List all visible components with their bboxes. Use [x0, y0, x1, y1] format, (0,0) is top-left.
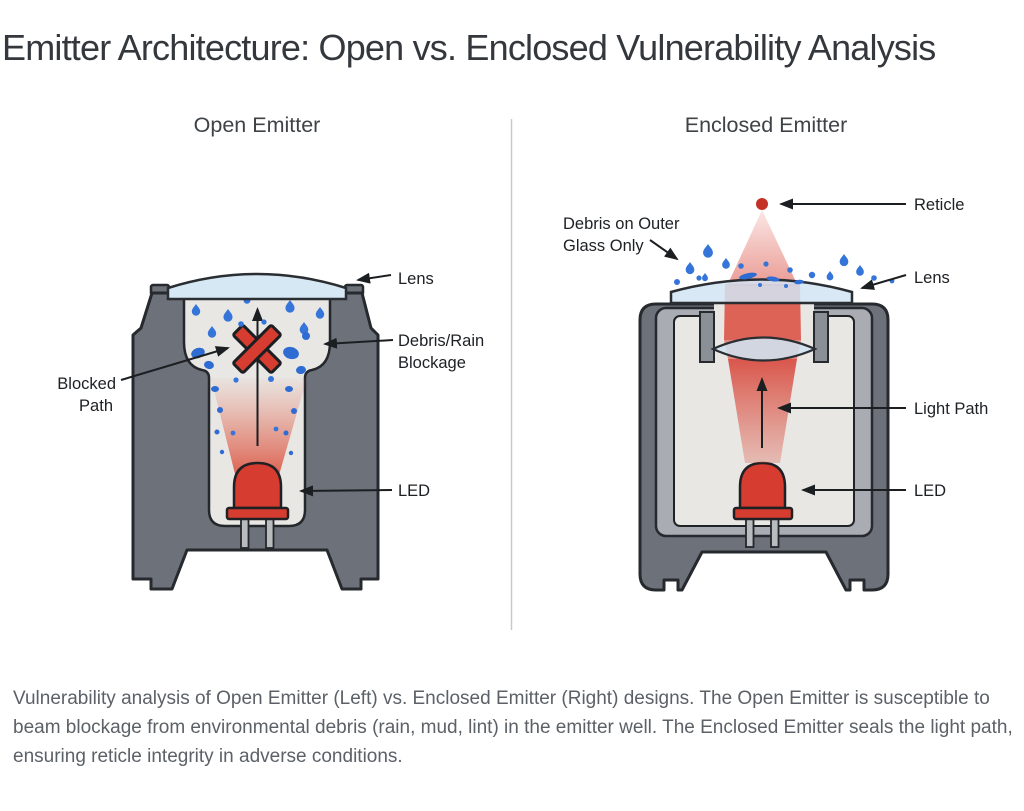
- lens-bracket-left: [699, 311, 715, 364]
- label-light-path: Light Path: [914, 400, 988, 418]
- figure-caption: Vulnerability analysis of Open Emitter (…: [13, 688, 1013, 768]
- label-debris-outer-line1: Debris on Outer: [563, 215, 680, 233]
- label-blocked-line2: Path: [79, 397, 113, 415]
- open-emitter-labels: Lens Debris/Rain Blockage Blocked Path L…: [57, 270, 484, 500]
- label-debris-line2: Blockage: [398, 354, 466, 372]
- lens-bracket-right: [813, 311, 829, 364]
- rain-drops-left: [191, 294, 325, 436]
- enclosed-emitter-labels: Reticle Lens Debris on Outer Glass Only …: [563, 196, 988, 500]
- label-debris-outer-line2: Glass Only: [563, 237, 644, 255]
- led-shape-left: [225, 461, 290, 550]
- label-led-right: LED: [914, 482, 946, 500]
- page-title: Emitter Architecture: Open vs. Enclosed …: [2, 27, 936, 68]
- debris-smears-right: [739, 272, 804, 285]
- right-panel-title: Enclosed Emitter: [685, 113, 848, 137]
- figure-area: Open Emitter: [0, 82, 1024, 672]
- reticle-dot: [756, 198, 768, 211]
- blocked-beam: [211, 378, 307, 483]
- left-panel-title: Open Emitter: [194, 113, 321, 137]
- rain-drops-right: [674, 244, 895, 289]
- emitter-diagram-svg: Open Emitter: [57, 113, 988, 631]
- label-blocked-line1: Blocked: [57, 375, 116, 393]
- debris-blobs-left: [191, 332, 310, 456]
- label-led-left: LED: [398, 482, 430, 500]
- lens-glass-right: [669, 278, 854, 305]
- label-reticle: Reticle: [914, 196, 964, 214]
- lens-glass-left: [166, 272, 348, 301]
- label-debris-line1: Debris/Rain: [398, 332, 484, 350]
- inner-lens-glass: [710, 336, 818, 362]
- enclosed-emitter-diagram: Enclosed Emitter: [563, 113, 988, 592]
- blocked-x-icon: [232, 324, 282, 374]
- label-lens-right: Lens: [914, 269, 950, 287]
- label-lens-left: Lens: [398, 270, 434, 288]
- open-emitter-diagram: Open Emitter: [57, 113, 484, 591]
